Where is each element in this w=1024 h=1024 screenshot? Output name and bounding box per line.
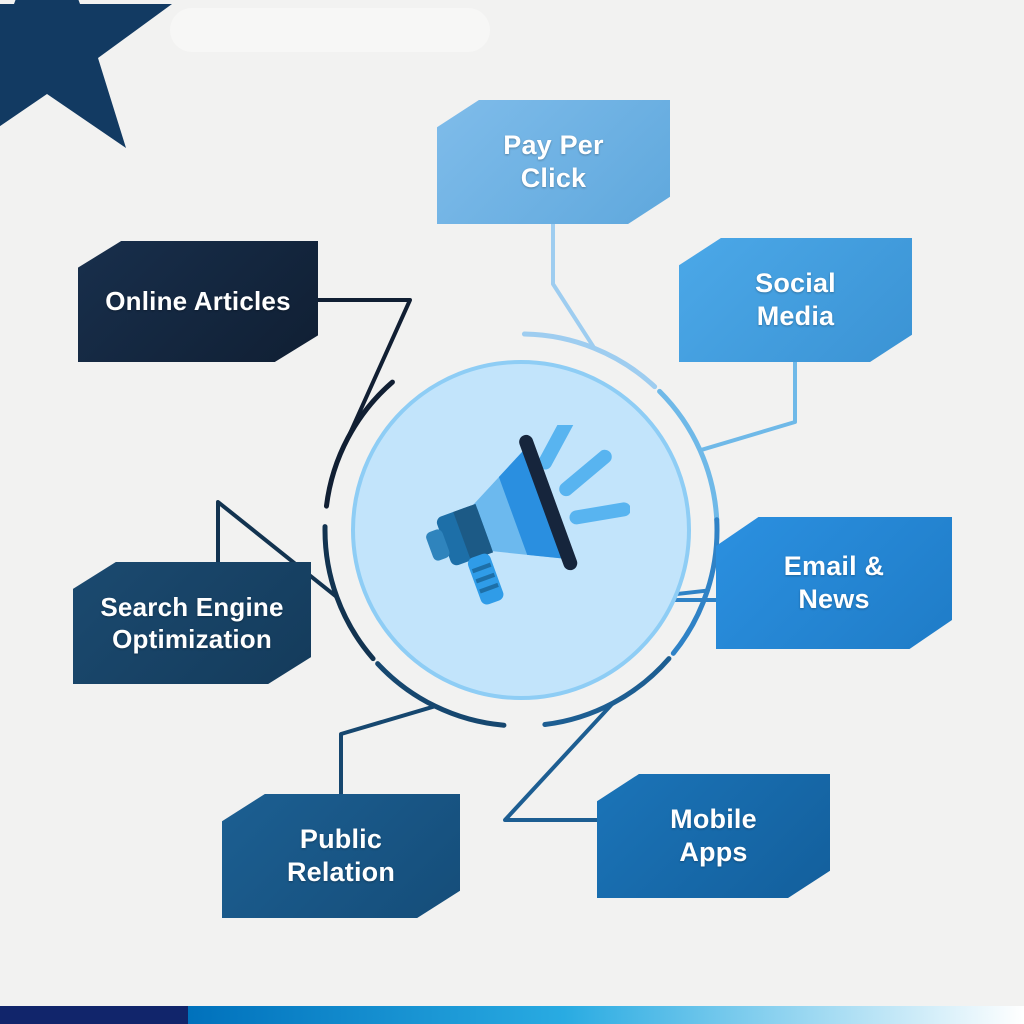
node-label: Pay Per Click [503,129,604,193]
node-online-articles[interactable]: Online Articles [78,241,318,362]
node-label: Search Engine Optimization [100,591,284,654]
megaphone-rim [519,434,578,571]
node-label: Mobile Apps [670,803,757,867]
megaphone-cap [426,529,450,561]
node-search-engine-optimization[interactable]: Search Engine Optimization [73,562,311,684]
star-shape [0,0,172,148]
bottom-bar-navy-segment [0,1006,188,1024]
node-public-relation[interactable]: Public Relation [222,794,460,918]
bottom-bar-gradient-segment [188,1006,1024,1024]
node-label: Public Relation [286,823,396,887]
star-icon [0,0,172,148]
connector-email-and-news [622,588,718,602]
arc-segment-mobile-apps [542,656,672,728]
node-email-and-news[interactable]: Email & News [716,517,952,649]
connector-public-relation [339,704,438,796]
sound-wave-lines [538,425,630,525]
connector-mobile-apps [503,701,616,822]
node-label: Social Media [755,267,836,331]
background-blob [170,8,490,52]
node-label: Online Articles [105,286,291,317]
bottom-accent-bar [0,1006,1024,1024]
arc-segment-online-articles [323,379,395,509]
handle-grip-lines [471,562,499,594]
megaphone-body-shade [453,503,494,561]
connector-pay-per-click [551,222,597,351]
node-label: Email & News [783,550,885,614]
connector-social-media [698,360,797,453]
arc-segment-email-and-news [670,517,720,656]
connector-online-articles [316,298,412,440]
arc-segment-pay-per-click [521,331,658,390]
arc-segment-social-media [657,388,720,523]
node-mobile-apps[interactable]: Mobile Apps [597,774,830,898]
arc-segment-search-engine-optimization [322,524,376,662]
megaphone-icon [426,425,630,605]
node-pay-per-click[interactable]: Pay Per Click [437,100,670,224]
arc-segment-public-relation [375,661,507,728]
node-social-media[interactable]: Social Media [679,238,912,362]
